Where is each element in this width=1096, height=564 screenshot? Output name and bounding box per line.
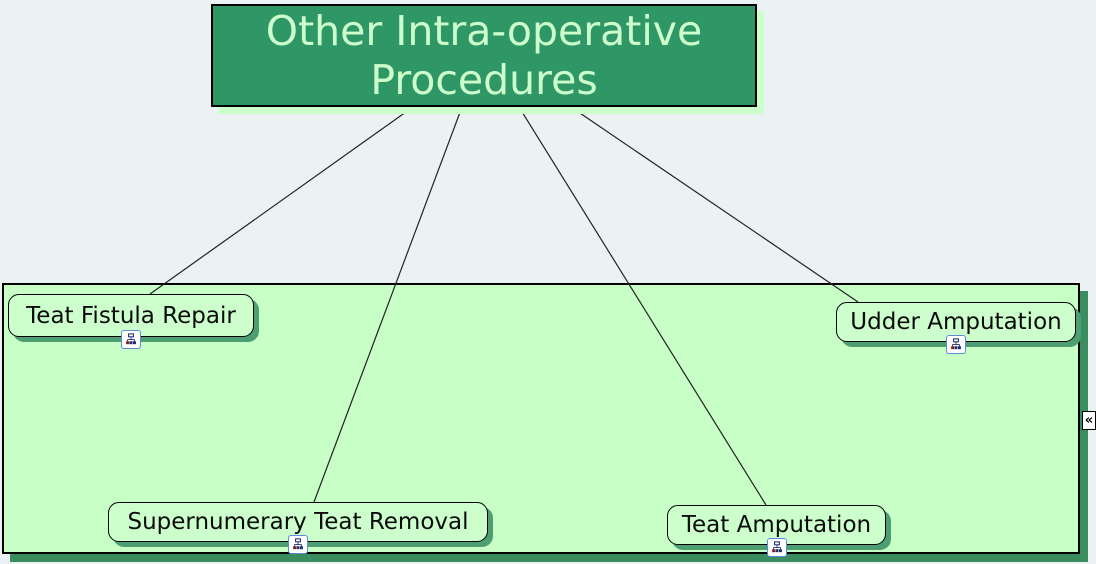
panel-collapse-button[interactable]: « — [1082, 411, 1096, 430]
collapse-chevrons-icon: « — [1084, 413, 1094, 428]
concept-label: Udder Amputation — [850, 309, 1062, 335]
linked-cmap-icon[interactable] — [121, 330, 141, 349]
linked-cmap-icon[interactable] — [766, 538, 787, 557]
concept-label: Supernumerary Teat Removal — [127, 509, 469, 535]
concept-node-teat-amputation[interactable]: Teat Amputation — [667, 505, 886, 557]
concept-label: Teat Amputation — [681, 512, 872, 538]
concept-node-supernumerary-teat-removal[interactable]: Supernumerary Teat Removal — [108, 502, 488, 554]
root-concept-label-line1: Other Intra-operative — [265, 7, 703, 56]
concept-label: Teat Fistula Repair — [26, 302, 236, 329]
root-concept-node[interactable]: Other Intra-operative Procedures — [211, 4, 757, 107]
linked-cmap-icon[interactable] — [946, 335, 966, 354]
concept-node-teat-fistula-repair[interactable]: Teat Fistula Repair — [8, 294, 254, 349]
root-concept-label-line2: Procedures — [370, 55, 598, 104]
linked-cmap-icon[interactable] — [288, 535, 308, 554]
concept-node-udder-amputation[interactable]: Udder Amputation — [836, 302, 1076, 354]
